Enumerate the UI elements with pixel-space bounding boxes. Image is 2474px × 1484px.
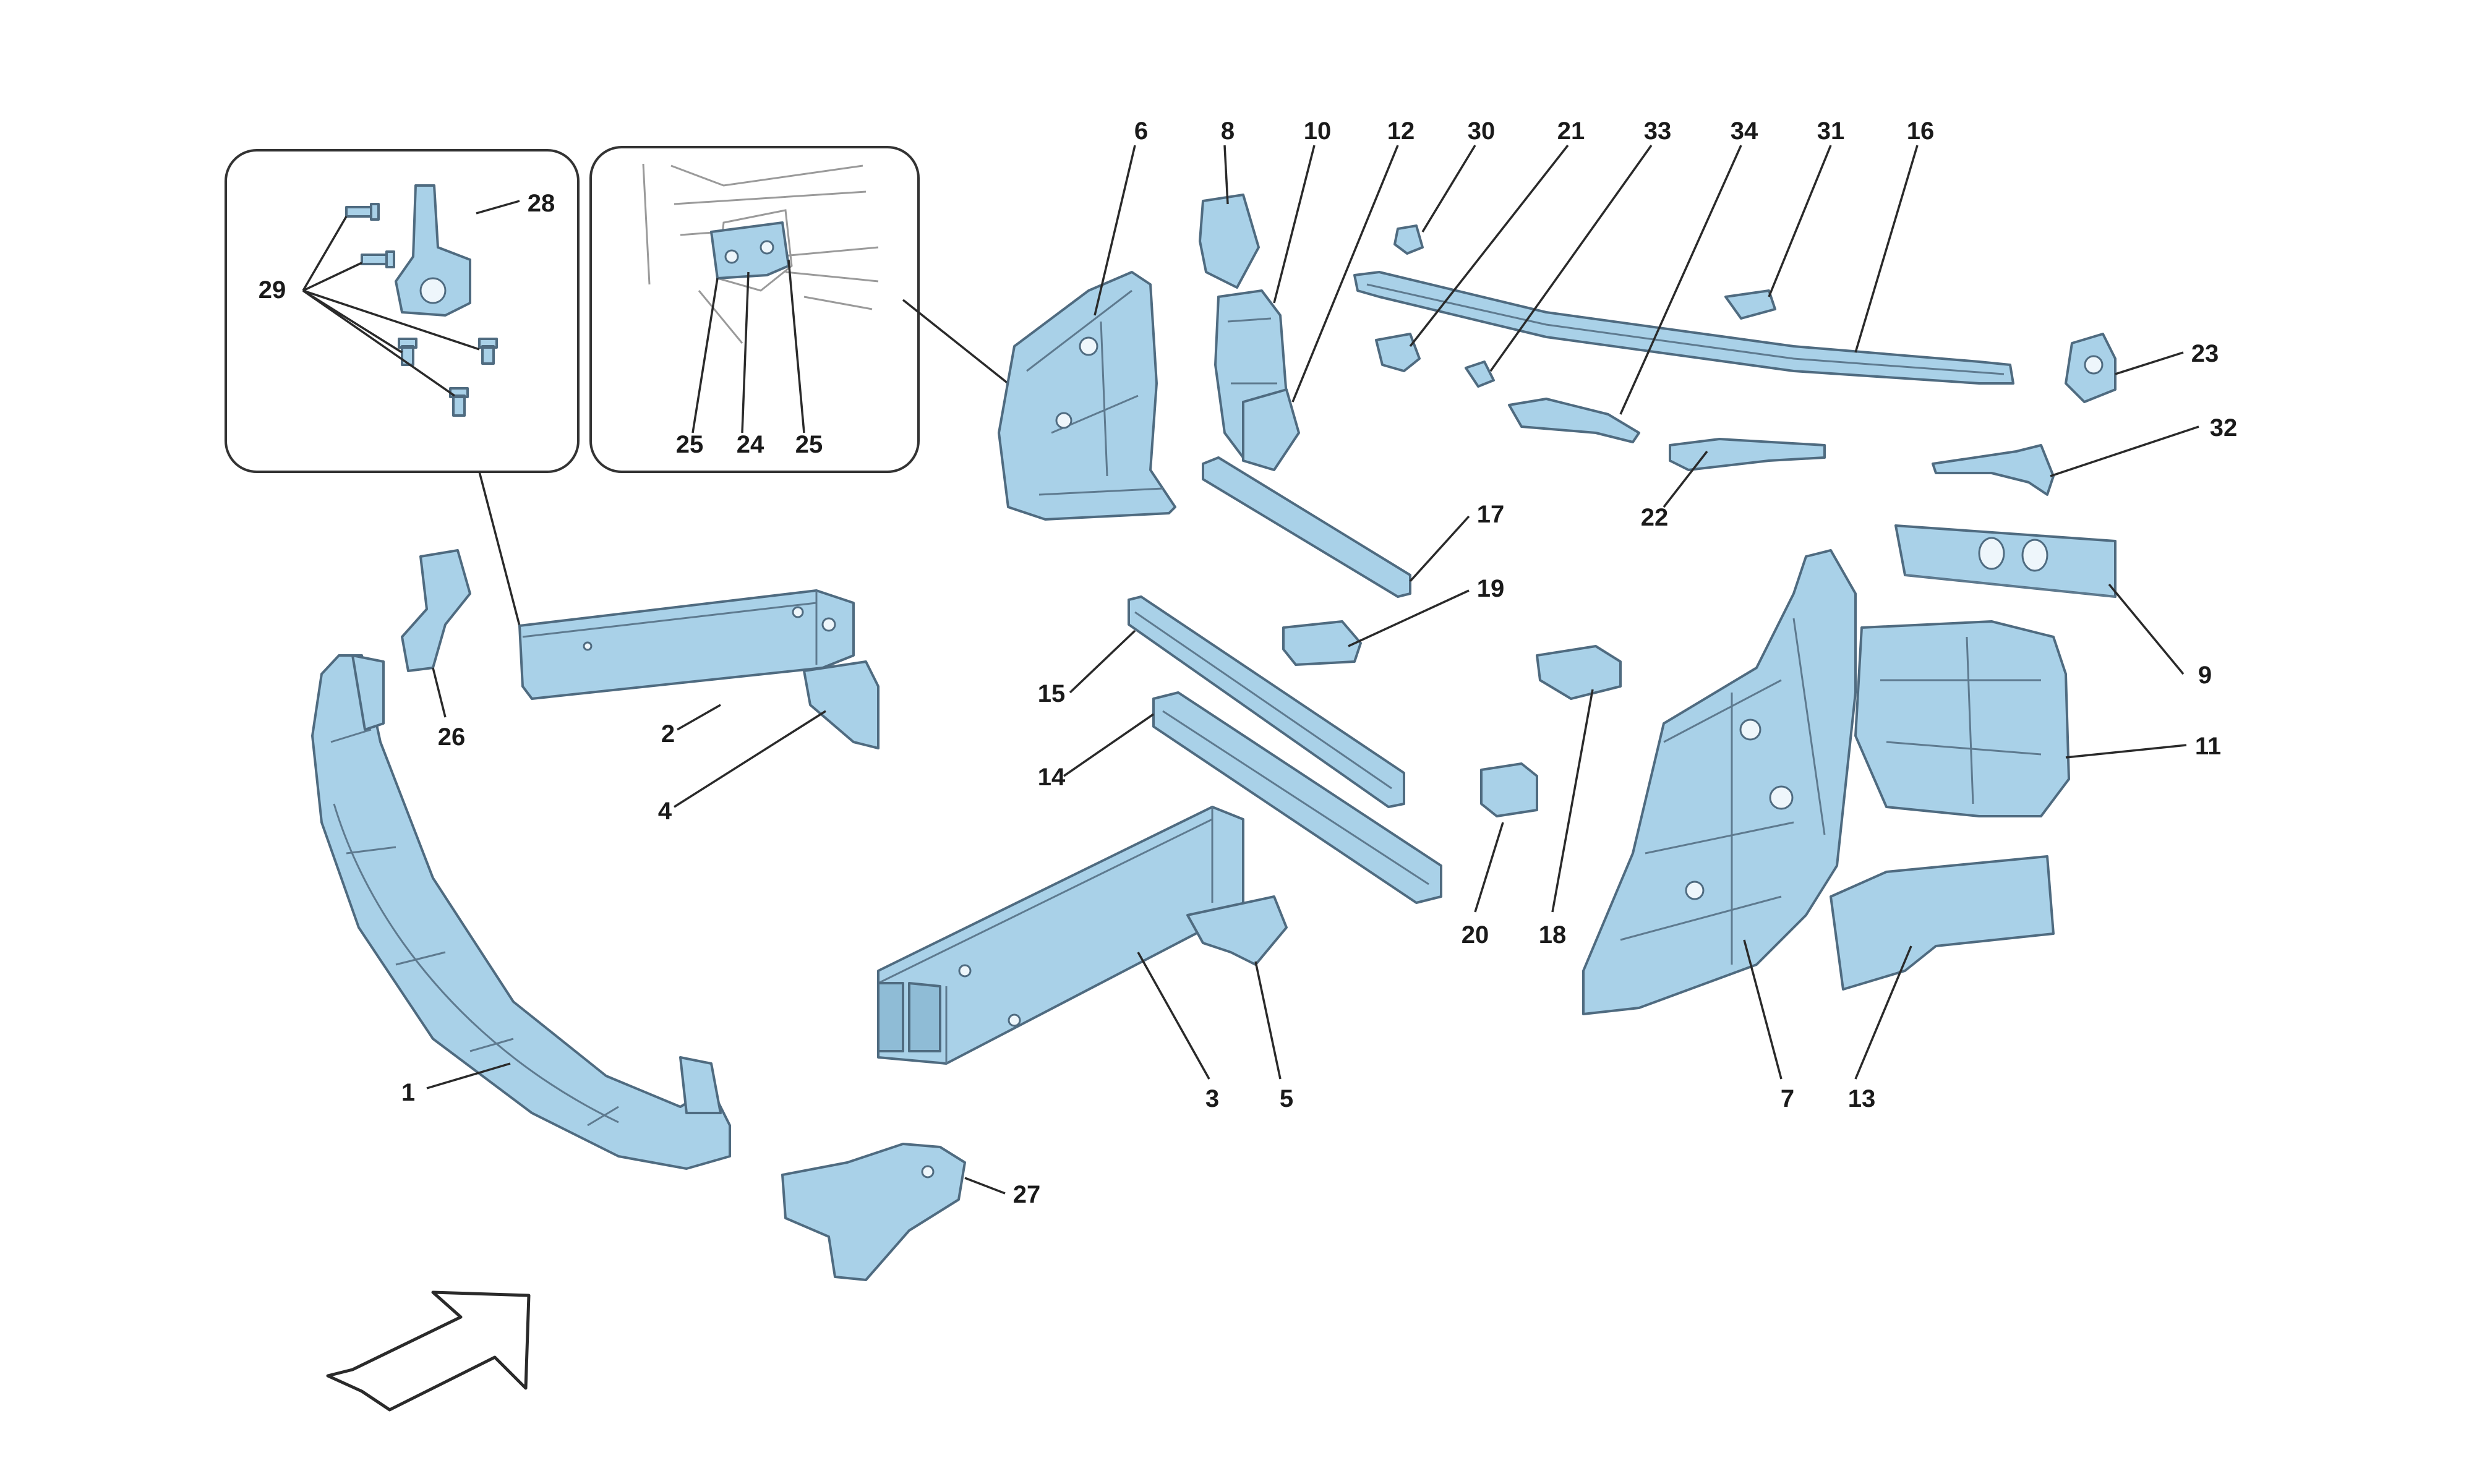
part-14-cross-beam [1152,691,1442,904]
part-18-block [1536,645,1622,700]
callout-33: 33 [1644,117,1672,145]
part-3-main-beam [877,806,1244,1065]
callout-7: 7 [1781,1085,1794,1112]
leader-24-25 [691,259,805,433]
part-2-side-rail [518,589,855,700]
part-33-clip [1465,360,1495,388]
part-32-strip [1932,444,2055,496]
part-31-clip [1724,289,1776,320]
callout-13: 13 [1848,1085,1876,1112]
leader-inset-a [478,471,521,626]
front-direction-arrow-icon [326,1290,531,1412]
callout-21: 21 [1557,117,1585,145]
callout-26: 26 [438,723,466,751]
part-15-cross-member [1128,595,1405,808]
callout-1: 1 [401,1079,415,1106]
part-24-mount [710,221,790,279]
part-27-plate [781,1143,966,1281]
part-34-strip [1508,398,1640,443]
part-9-panel [1894,524,2117,598]
callout-30: 30 [1468,117,1496,145]
inset-mount-detail: 25 24 25 [589,146,920,473]
part-23-hinge [2065,333,2117,403]
part-6-front-pillar [998,271,1176,521]
callout-11: 11 [2195,733,2221,760]
callout-10: 10 [1304,117,1332,145]
callout-28: 28 [528,190,555,217]
callout-8: 8 [1221,117,1235,145]
part-13-duct [1830,855,2055,991]
part-26-bracket [401,549,471,672]
part-16-roof-rail [1353,271,2014,385]
part-4-gusset [803,660,880,749]
part-7-rear-side-frame [1582,549,1857,1015]
part-8-cap [1199,194,1260,289]
callout-22: 22 [1641,504,1669,531]
part-1-bumper-beam [311,654,731,1170]
leader-lines [426,144,2199,1195]
part-11-wheelhouse [1854,620,2070,817]
callout-29: 29 [259,276,286,304]
callout-labels: 1 2 3 4 5 6 7 8 9 10 11 12 13 14 15 16 1… [401,117,2237,1208]
callout-25-right: 25 [795,431,823,458]
part-12-pillar-plate [1242,388,1300,471]
callout-14: 14 [1038,764,1066,791]
callout-23: 23 [2191,340,2219,367]
part-17-rail [1202,456,1411,598]
callout-12: 12 [1387,117,1415,145]
callout-32: 32 [2210,414,2238,441]
callout-25-left: 25 [676,431,704,458]
callout-31: 31 [1817,117,1845,145]
part-21-bracket [1375,333,1421,372]
part-20-block [1480,762,1538,817]
callout-6: 6 [1134,117,1148,145]
callout-27: 27 [1013,1181,1041,1208]
callout-5: 5 [1280,1085,1293,1112]
callout-4: 4 [658,798,672,825]
inset-bracket-fasteners: 28 29 [225,149,580,473]
callout-3: 3 [1205,1085,1219,1112]
callout-17: 17 [1477,501,1505,528]
callout-20: 20 [1462,921,1489,949]
part-28-bracket [395,184,471,317]
callout-2: 2 [661,720,675,748]
inset-frame-right [589,146,920,473]
callout-15: 15 [1038,680,1066,707]
leader-29 [302,216,480,397]
leader-28 [476,200,520,215]
callout-16: 16 [1907,117,1935,145]
callout-24: 24 [737,431,764,458]
callout-9: 9 [2198,662,2212,689]
callout-18: 18 [1539,921,1567,949]
part-22-strip [1669,438,1826,471]
part-19-block [1282,620,1362,666]
callout-19: 19 [1477,575,1505,602]
callout-34: 34 [1731,117,1758,145]
part-30-clip [1393,224,1424,255]
